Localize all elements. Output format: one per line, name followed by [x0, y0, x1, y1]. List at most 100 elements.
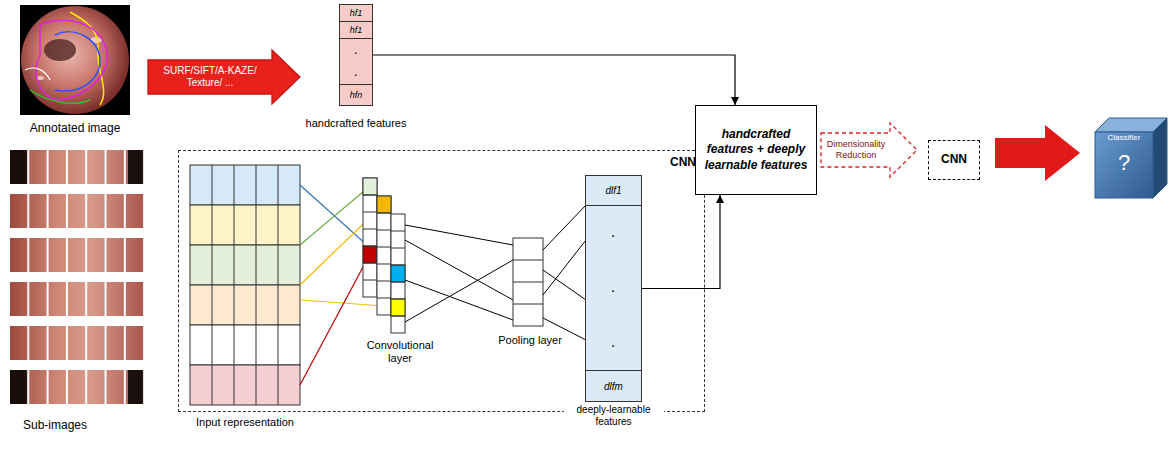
- endoscopy-view: [21, 6, 129, 114]
- feature-vector: hf1hf1..hfnhandcrafted features: [340, 5, 372, 105]
- vector-caption: deeply-learnable features: [564, 404, 664, 428]
- part-label: Convolutional layer: [355, 339, 445, 365]
- text-holder: Dimensionality Reduction: [820, 133, 892, 167]
- cell-lines: [513, 260, 543, 304]
- pooling-map: [513, 238, 543, 326]
- vector-cell: .: [340, 39, 372, 62]
- cnn-label: CNN: [941, 152, 967, 168]
- connector: [641, 195, 720, 289]
- annotation-line: [25, 68, 50, 80]
- classifier-cube: Classifier?: [1095, 118, 1167, 198]
- fusion-box: handcrafted features + deeply learnable …: [695, 105, 817, 195]
- input-row: [190, 325, 300, 365]
- row-gap: [10, 316, 145, 326]
- label-holder: Pooling layer: [490, 334, 570, 347]
- cube-shape: [1095, 118, 1167, 198]
- arrow-label: Dimensionality Reduction: [820, 139, 892, 161]
- tile-gaps: [10, 150, 145, 404]
- filter-lines: [300, 185, 398, 385]
- input-row: [190, 165, 300, 205]
- lumen: [44, 39, 76, 61]
- vector-entry: hf1: [350, 25, 363, 35]
- annotated-image: [20, 5, 130, 115]
- feature-map: [363, 178, 377, 297]
- label-holder: Convolutional layer: [355, 339, 445, 365]
- link-line: [405, 260, 513, 322]
- arrow-outline: [148, 50, 300, 104]
- vector-cell: hf1: [340, 22, 372, 39]
- fusion-label: handcrafted features + deeply learnable …: [701, 127, 811, 174]
- label-holder: Sub-images: [10, 418, 100, 432]
- vector-cell: .: [586, 261, 641, 316]
- cnn-frame: CNNdlf1...dlfmdeeply-learnable features: [178, 150, 705, 412]
- cell-lines: [377, 213, 391, 298]
- part-label: Annotated image: [15, 121, 135, 135]
- frame-title: CNN: [670, 155, 696, 169]
- feature-cell: [363, 178, 377, 195]
- input-row: [190, 285, 300, 325]
- part-label: Input representation: [185, 416, 305, 429]
- pooling-lines: [405, 225, 513, 322]
- part-label: Pooling layer: [490, 334, 570, 347]
- annotation-line: [36, 20, 107, 100]
- vector-cell: hfn: [340, 85, 372, 105]
- feature-cell: [391, 299, 405, 316]
- sub-images: [10, 150, 145, 404]
- filter-line: [300, 254, 370, 385]
- vector-cell: .: [586, 206, 641, 261]
- vector-entry: .: [612, 228, 615, 239]
- feature-cell: [391, 265, 405, 282]
- vector-caption: handcrafted features: [306, 117, 407, 130]
- link-line: [543, 240, 586, 295]
- feature-map: [377, 196, 391, 315]
- vector-cell: dlf1: [586, 176, 641, 206]
- feature-map: [391, 214, 405, 333]
- text-holder: SURF/SIFT/A-KAZE/ Texture/ ...: [148, 60, 272, 94]
- reduction-arrow: Dimensionality Reduction: [820, 122, 918, 178]
- row-gap: [10, 228, 145, 238]
- vector-cell: .: [340, 62, 372, 85]
- input-representation: [190, 165, 300, 405]
- label-holder: Annotated image: [15, 121, 135, 135]
- connector: [372, 55, 735, 105]
- caption-holder: deeply-learnable features: [564, 404, 664, 429]
- convolutional-layer: [363, 178, 405, 333]
- text-holder: Classifier?: [1095, 134, 1153, 196]
- input-row: [190, 245, 300, 285]
- vector-cell: hf1: [340, 5, 372, 22]
- feature-vector: dlf1...dlfmdeeply-learnable features: [586, 176, 641, 401]
- vector-entry: .: [612, 283, 615, 294]
- annotation-line: [30, 90, 90, 103]
- vector-cell: .: [586, 316, 641, 371]
- vector-entry: .: [612, 338, 615, 349]
- cube-side: [1153, 118, 1167, 198]
- arrow-label: SURF/SIFT/A-KAZE/ Texture/ ...: [148, 65, 272, 89]
- cube-front: [1095, 132, 1153, 198]
- row-gap: [10, 272, 145, 282]
- input-row: [190, 365, 300, 405]
- cube-mark: ?: [1118, 151, 1130, 175]
- caption-holder: handcrafted features: [291, 113, 421, 131]
- vector-entry: dlf1: [605, 185, 621, 196]
- link-line: [405, 280, 513, 320]
- row-gap: [10, 184, 145, 194]
- row-gap: [10, 360, 145, 370]
- cnn-box: CNN: [928, 140, 980, 180]
- cube-title: Classifier: [1108, 134, 1141, 143]
- dense-lines: [543, 205, 586, 340]
- vector-entry: .: [355, 46, 358, 56]
- label-holder: Input representation: [185, 416, 305, 429]
- arrow-outline: [821, 123, 917, 177]
- input-row: [190, 205, 300, 245]
- link-line: [543, 270, 586, 300]
- vector-entry: .: [355, 68, 358, 78]
- image-frame: [20, 5, 130, 115]
- pooling-layer: [513, 238, 543, 326]
- vector-entry: dlfm: [604, 381, 623, 392]
- feature-cell: [363, 246, 377, 263]
- part-label: Sub-images: [10, 418, 100, 432]
- link-line: [405, 225, 513, 245]
